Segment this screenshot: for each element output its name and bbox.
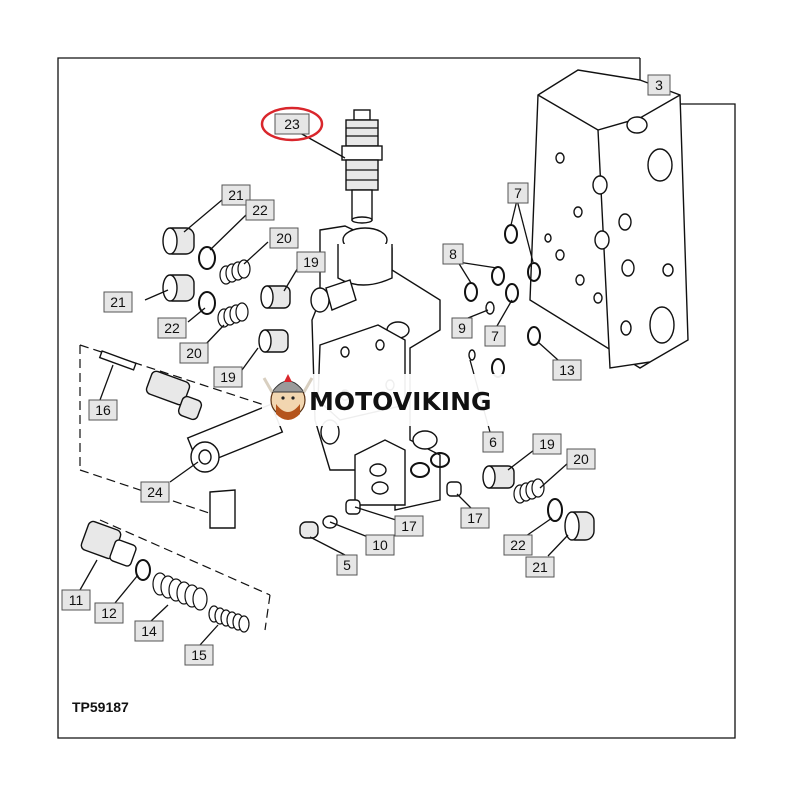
- brand-wordmark: MOTOVIKING: [309, 387, 492, 416]
- callout-text: 20: [276, 230, 292, 246]
- lower-right-parts: [482, 465, 595, 541]
- callout-text: 20: [573, 451, 589, 467]
- callout-19: 19: [296, 251, 326, 273]
- callout-text: 6: [489, 434, 497, 450]
- o-rings: [464, 224, 541, 378]
- left-upper-parts: [162, 227, 291, 353]
- callout-text: 16: [95, 402, 111, 418]
- brand-watermark: MOTOVIKING: [262, 374, 536, 426]
- highlight-ring: [260, 106, 324, 142]
- callout-20: 20: [269, 227, 299, 249]
- callout-22: 22: [503, 534, 533, 556]
- callout-text: 19: [220, 369, 236, 385]
- callout-17: 17: [460, 507, 490, 529]
- callout-text: 9: [458, 320, 466, 336]
- callout-text: 20: [186, 345, 202, 361]
- callout-19: 19: [532, 433, 562, 455]
- callout-text: 17: [401, 518, 417, 534]
- callout-16: 16: [88, 399, 118, 421]
- callout-text: 19: [539, 436, 555, 452]
- callout-3: 3: [647, 74, 671, 96]
- callout-19: 19: [213, 366, 243, 388]
- callout-text: 21: [228, 187, 244, 203]
- callout-text: 7: [514, 185, 522, 201]
- relief-valve-23: [341, 109, 383, 224]
- callout-text: 19: [303, 254, 319, 270]
- callout-5: 5: [336, 554, 358, 576]
- callout-21: 21: [221, 184, 251, 206]
- callout-text: 21: [532, 559, 548, 575]
- callout-text: 3: [655, 77, 663, 93]
- callout-9: 9: [451, 317, 473, 339]
- callout-text: 7: [491, 328, 499, 344]
- callout-14: 14: [134, 620, 164, 642]
- callout-text: 12: [101, 605, 117, 621]
- callout-7: 7: [484, 325, 506, 347]
- callout-text: 10: [372, 537, 388, 553]
- callout-text: 21: [110, 294, 126, 310]
- callout-text: 13: [559, 362, 575, 378]
- callout-20: 20: [179, 342, 209, 364]
- callout-10: 10: [365, 534, 395, 556]
- callout-text: 5: [343, 557, 351, 573]
- callout-20: 20: [566, 448, 596, 470]
- viking-logo-icon: [262, 374, 314, 420]
- callout-text: 11: [69, 592, 84, 608]
- callout-text: 17: [467, 510, 483, 526]
- spool-assembly: [79, 344, 296, 529]
- callout-15: 15: [184, 644, 214, 666]
- callout-11: 11: [61, 589, 91, 611]
- callout-21: 21: [103, 291, 133, 313]
- main-valve-body: [529, 69, 689, 369]
- callout-text: 22: [252, 202, 268, 218]
- callout-text: 8: [449, 246, 457, 262]
- callout-21: 21: [525, 556, 555, 578]
- callout-text: 22: [510, 537, 526, 553]
- callout-12: 12: [94, 602, 124, 624]
- callout-22: 22: [157, 317, 187, 339]
- callout-text: 15: [191, 647, 207, 663]
- figure-id: TP59187: [72, 699, 129, 715]
- callout-23: 23: [260, 106, 324, 142]
- callout-13: 13: [552, 359, 582, 381]
- callout-7: 7: [507, 182, 529, 204]
- callout-6: 6: [482, 431, 504, 453]
- callout-17: 17: [394, 515, 424, 537]
- lower-left-assembly: [80, 519, 271, 633]
- callout-text: 14: [141, 623, 157, 639]
- callout-8: 8: [442, 243, 464, 265]
- callout-24: 24: [140, 481, 170, 503]
- callout-text: 24: [147, 484, 163, 500]
- callout-text: 22: [164, 320, 180, 336]
- center-valve-section: [310, 225, 450, 511]
- callout-22: 22: [245, 199, 275, 221]
- callout-text: 23: [284, 116, 300, 132]
